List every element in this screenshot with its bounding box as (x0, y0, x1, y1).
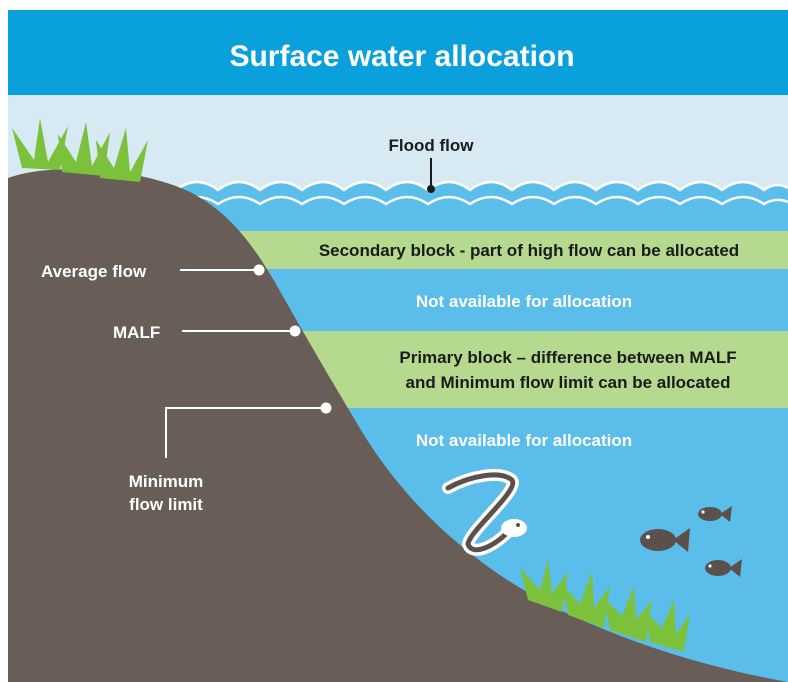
grass-icon (12, 118, 148, 182)
average-flow-marker (253, 264, 265, 276)
minimum-flow-pointer (165, 407, 325, 458)
page-title: Surface water allocation (229, 40, 574, 73)
fish-icon (705, 559, 742, 577)
primary-block-label-line2: and Minimum flow limit can be allocated (406, 373, 731, 392)
primary-block-label-line1: Primary block – difference between MALF (399, 348, 736, 367)
minimum-flow-label-line1: Minimum (129, 472, 204, 491)
malf-label: MALF (113, 323, 160, 342)
fish-icon (640, 528, 690, 552)
flood-flow-label: Flood flow (389, 136, 475, 155)
flood-flow-marker (427, 185, 435, 193)
grass-icon (520, 560, 690, 652)
not-available-upper-label: Not available for allocation (416, 292, 632, 311)
malf-marker (289, 325, 301, 337)
land-hill (8, 169, 788, 682)
average-flow-label: Average flow (41, 262, 147, 281)
minimum-flow-marker (320, 402, 332, 414)
not-available-lower-label: Not available for allocation (416, 431, 632, 450)
secondary-block-label: Secondary block - part of high flow can … (319, 241, 739, 260)
fish-icon (698, 506, 732, 522)
eel-icon (442, 468, 527, 556)
header-bar (8, 10, 788, 95)
minimum-flow-label-line2: flow limit (129, 495, 203, 514)
